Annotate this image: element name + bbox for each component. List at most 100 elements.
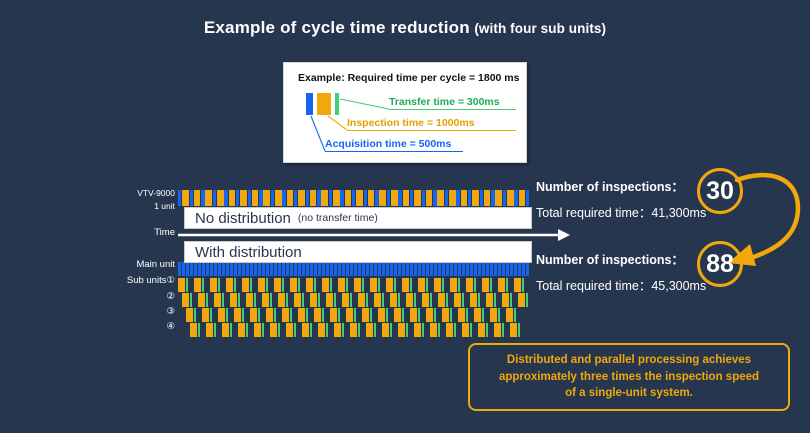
page-title-main: Example of cycle time reduction — [203, 18, 470, 37]
timeline-segment-inspection — [402, 278, 410, 292]
timeline-segment-acquisition — [430, 262, 433, 276]
timeline-segment-acquisition — [259, 190, 263, 206]
timeline-segment-transfer — [246, 323, 248, 337]
timeline-segment-acquisition — [456, 190, 460, 206]
axis-label-device-unit: 1 unit — [154, 201, 175, 211]
timeline-segment-transfer — [458, 278, 460, 292]
timeline-segment-acquisition — [350, 262, 353, 276]
timeline-segment-transfer — [478, 293, 480, 307]
timeline-segment-inspection — [333, 190, 340, 206]
timeline-segment-acquisition — [502, 190, 507, 206]
timeline-segment-inspection — [222, 323, 230, 337]
timeline-segment-acquisition — [482, 262, 485, 276]
timeline-segment-inspection — [358, 293, 366, 307]
timeline-segment-acquisition — [247, 190, 251, 206]
stat-total-time-1: Total required time：41,300ms — [536, 206, 707, 220]
timeline-segment-inspection — [474, 308, 482, 322]
timeline-segment-acquisition — [214, 262, 217, 276]
timeline-segment-inspection — [338, 278, 346, 292]
timeline-segment-inspection — [251, 190, 259, 206]
timeline-segment-inspection — [309, 190, 317, 206]
timeline-segment-inspection — [290, 278, 298, 292]
timeline-segment-acquisition — [340, 190, 344, 206]
timeline-segment-inspection — [230, 293, 238, 307]
timeline-segment-transfer — [390, 323, 392, 337]
timeline-segment-inspection — [398, 323, 406, 337]
timeline-segment-inspection — [342, 293, 350, 307]
timeline-segment-acquisition — [363, 190, 367, 206]
timeline-segment-inspection — [274, 278, 282, 292]
timeline-segment-inspection — [418, 278, 426, 292]
timeline-segment-inspection — [278, 293, 286, 307]
timeline-segment-inspection — [210, 278, 218, 292]
timeline-segment-transfer — [338, 308, 340, 322]
timeline-segment-acquisition — [334, 262, 337, 276]
timeline-segment-acquisition — [222, 262, 225, 276]
timeline-segment-transfer — [378, 278, 380, 292]
timeline-segment-transfer — [474, 278, 476, 292]
timeline-segment-transfer — [322, 308, 324, 322]
timeline-segment-inspection — [250, 308, 258, 322]
timeline-segment-transfer — [206, 293, 208, 307]
legend-item-inspection-time: Inspection time = 1000ms — [347, 117, 475, 129]
timeline-segment-acquisition — [382, 262, 385, 276]
timeline-segment-acquisition — [378, 262, 381, 276]
timeline-segment-inspection — [186, 308, 194, 322]
timeline-segment-transfer — [362, 278, 364, 292]
timeline-segment-inspection — [286, 190, 294, 206]
timeline-segment-acquisition — [236, 190, 240, 206]
timeline-segment-inspection — [326, 293, 334, 307]
axis-label-sub-unit-3: ③ — [166, 306, 175, 317]
timeline-segment-inspection — [310, 293, 318, 307]
timeline-segment-acquisition — [402, 262, 405, 276]
timeline-segment-acquisition — [230, 262, 233, 276]
timeline-segment-acquisition — [294, 190, 298, 206]
callout-box: Distributed and parallel processing achi… — [468, 343, 790, 411]
timeline-segment-acquisition — [426, 262, 429, 276]
timeline-segment-acquisition — [298, 262, 301, 276]
timeline-segment-acquisition — [398, 190, 402, 206]
timeline-segment-transfer — [434, 308, 436, 322]
legend-sample-acquisition-segment — [306, 93, 313, 115]
timeline-segment-inspection — [228, 190, 236, 206]
timeline-segment-inspection — [258, 278, 266, 292]
timeline-segment-acquisition — [358, 262, 361, 276]
timeline-segment-transfer — [418, 308, 420, 322]
timeline-segment-acquisition — [286, 262, 289, 276]
timeline-segment-acquisition — [422, 262, 425, 276]
legend-rule-inspection — [347, 130, 516, 131]
callout-text: Distributed and parallel processing achi… — [498, 353, 760, 400]
timeline-segment-inspection — [394, 308, 402, 322]
timeline-segment-inspection — [286, 323, 294, 337]
timeline-segment-acquisition — [346, 262, 349, 276]
timeline-segment-acquisition — [278, 262, 281, 276]
timeline-segment-transfer — [258, 308, 260, 322]
timeline-segment-inspection — [242, 278, 250, 292]
timeline-segment-inspection — [298, 308, 306, 322]
timeline-segment-acquisition — [352, 190, 356, 206]
legend-rule-transfer — [389, 109, 516, 110]
timeline-segment-acquisition — [458, 262, 461, 276]
timeline-segment-inspection — [218, 308, 226, 322]
page-title: Example of cycle time reduction (with fo… — [0, 18, 810, 38]
timeline-segment-transfer — [450, 308, 452, 322]
timeline-segment-inspection — [490, 308, 498, 322]
timeline-segment-inspection — [518, 293, 526, 307]
timeline-segment-acquisition — [375, 190, 379, 206]
timeline-segment-inspection — [314, 308, 322, 322]
legend-item-acquisition-time: Acquisition time = 500ms — [325, 138, 452, 150]
timeline-segment-acquisition — [354, 262, 357, 276]
timeline-segment-inspection — [442, 308, 450, 322]
timeline-segment-transfer — [358, 323, 360, 337]
timeline-segment-transfer — [506, 278, 508, 292]
banner-no-distribution-title: No distribution — [195, 209, 291, 227]
timeline-segment-transfer — [274, 308, 276, 322]
timeline-segment-transfer — [382, 293, 384, 307]
legend-rule-acquisition — [325, 151, 463, 152]
timeline-segment-inspection — [507, 190, 514, 206]
timeline-segment-inspection — [437, 190, 444, 206]
timeline-segment-acquisition — [224, 190, 228, 206]
timeline-segment-acquisition — [310, 262, 313, 276]
timeline-segment-inspection — [406, 293, 414, 307]
